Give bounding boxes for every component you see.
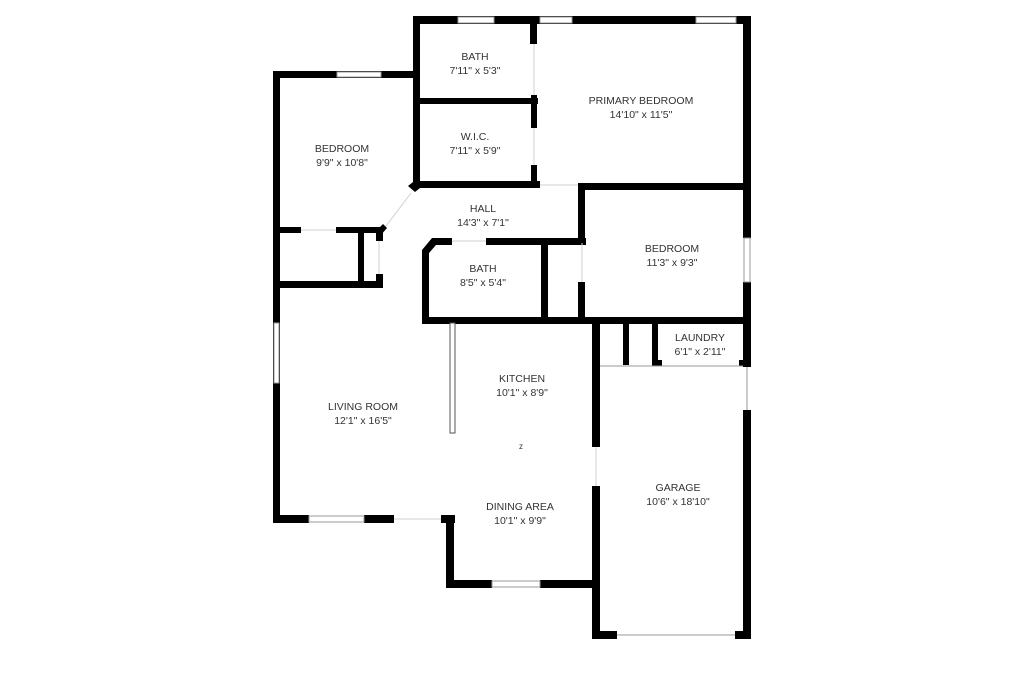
room-dims: 10'1" x 9'9" <box>494 515 546 527</box>
room-kitchen: KITCHEN 10'1" x 8'9" <box>496 372 548 400</box>
room-laundry: LAUNDRY 6'1" x 2'11" <box>675 331 726 359</box>
room-dining-area: DINING AREA 10'1" x 9'9" <box>486 500 554 528</box>
room-dims: 6'1" x 2'11" <box>674 346 726 358</box>
room-wic: W.I.C. 7'11" x 5'9" <box>450 130 501 158</box>
room-name: BATH <box>461 51 489 63</box>
room-garage: GARAGE 10'6" x 18'10" <box>646 481 709 509</box>
room-name: PRIMARY BEDROOM <box>588 95 694 107</box>
partition-wall <box>449 322 456 434</box>
room-name: BATH <box>469 263 497 275</box>
room-bath-upper: BATH 7'11" x 5'3" <box>450 50 501 78</box>
windows <box>273 16 751 636</box>
room-bedroom-east: BEDROOM 11'3" x 9'3" <box>645 242 699 270</box>
room-name: W.I.C. <box>460 131 490 143</box>
doorways <box>301 44 597 520</box>
compass-marker: z <box>519 442 523 451</box>
room-name: BEDROOM <box>314 143 370 155</box>
room-living-room: LIVING ROOM 12'1" x 16'5" <box>328 400 398 428</box>
room-bath-lower: BATH 8'5" x 5'4" <box>460 262 506 290</box>
room-name: GARAGE <box>655 482 701 494</box>
room-dims: 9'9" x 10'8" <box>316 157 368 169</box>
room-dims: 8'5" x 5'4" <box>460 277 506 289</box>
room-dims: 7'11" x 5'9" <box>449 145 501 157</box>
room-name: KITCHEN <box>498 373 546 385</box>
room-name: LIVING ROOM <box>327 401 399 413</box>
room-dims: 14'3" x 7'1" <box>457 217 509 229</box>
room-bedroom-west: BEDROOM 9'9" x 10'8" <box>315 142 369 170</box>
room-dims: 10'6" x 18'10" <box>646 496 710 508</box>
room-name: LAUNDRY <box>675 332 725 344</box>
room-name: HALL <box>469 203 497 215</box>
room-dims: 14'10" x 11'5" <box>609 109 673 121</box>
room-name: DINING AREA <box>486 501 554 513</box>
room-dims: 7'11" x 5'3" <box>449 65 501 77</box>
room-hall: HALL 14'3" x 7'1" <box>457 202 509 230</box>
room-name: BEDROOM <box>644 243 700 255</box>
room-dims: 11'3" x 9'3" <box>646 257 698 269</box>
room-primary-bedroom: PRIMARY BEDROOM 14'10" x 11'5" <box>589 94 694 122</box>
room-dims: 12'1" x 16'5" <box>334 415 392 427</box>
room-dims: 10'1" x 8'9" <box>496 387 548 399</box>
